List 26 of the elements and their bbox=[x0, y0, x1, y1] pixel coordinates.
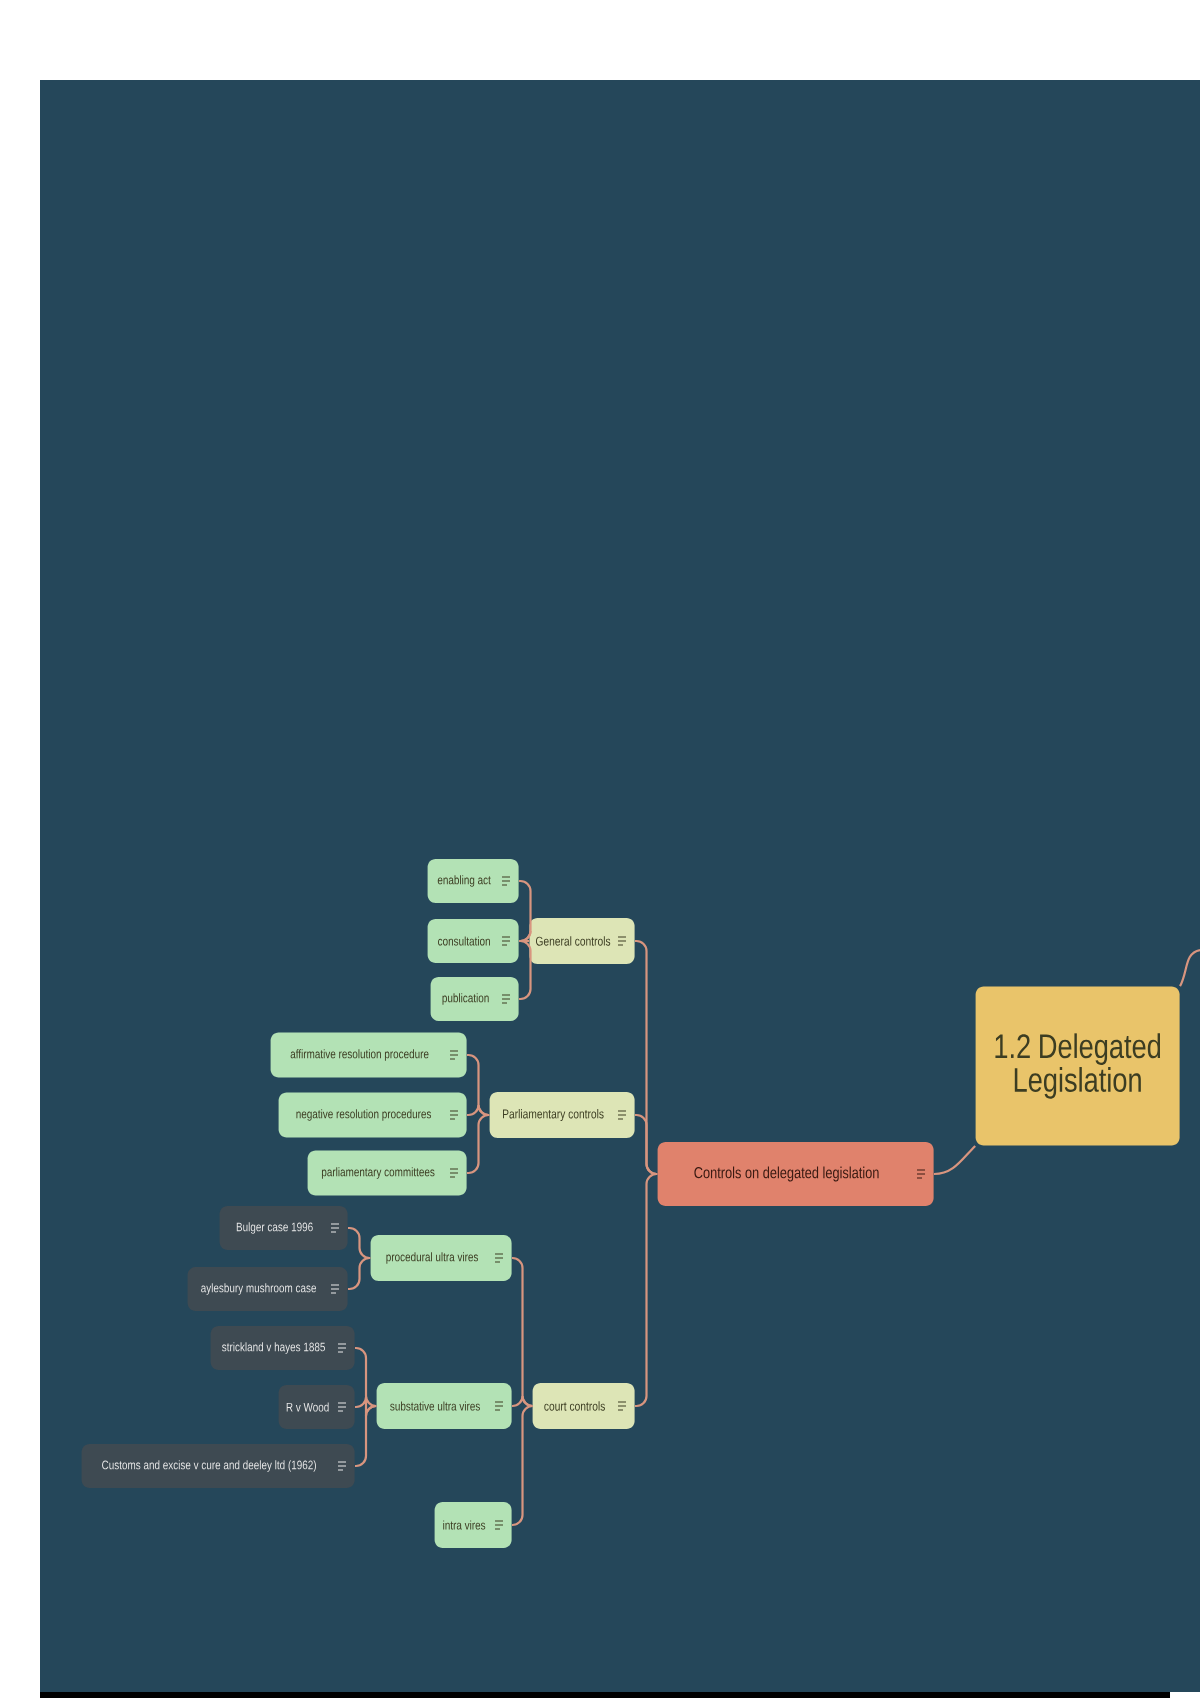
subtopic-box: consultation bbox=[427, 919, 519, 963]
connector-line bbox=[518, 929, 532, 943]
subtopic-box: procedural ultra vires bbox=[370, 1235, 512, 1281]
central-topic-box: 1.2 Delegated Legislation bbox=[975, 986, 1180, 1146]
subtopic-box: General controls bbox=[529, 918, 635, 964]
subtopic-box: court controls bbox=[532, 1383, 635, 1429]
subtopic-box: substative ultra vires bbox=[376, 1383, 512, 1429]
subtopic-box: parliamentary committees bbox=[307, 1150, 467, 1196]
subtopic-box: intra vires bbox=[434, 1502, 512, 1548]
connector-line bbox=[347, 1256, 371, 1291]
subtopic-box: enabling act bbox=[427, 859, 519, 903]
connector-line bbox=[1179, 948, 1200, 987]
subtopic-box: affirmative resolution procedure bbox=[270, 1032, 467, 1078]
subtopic-box: aylesbury mushroom case bbox=[187, 1267, 348, 1311]
subtopic-box: R v Wood bbox=[278, 1385, 355, 1429]
subtopic-box: publication bbox=[430, 977, 519, 1021]
main-topic-box: Controls on delegated legislation bbox=[657, 1142, 934, 1206]
subtopic-box: negative resolution procedures bbox=[278, 1092, 467, 1138]
connector-line bbox=[933, 1145, 976, 1176]
connector-line bbox=[511, 1404, 534, 1527]
subtopic-box: Parliamentary controls bbox=[489, 1092, 635, 1138]
subtopic-box: Bulger case 1996 bbox=[219, 1206, 348, 1250]
connector-line bbox=[354, 1404, 378, 1468]
subtopic-box: strickland v hayes 1885 bbox=[210, 1326, 355, 1370]
subtopic-box: Customs and excise v cure and deeley ltd (1962) bbox=[81, 1444, 355, 1488]
connector-line bbox=[518, 939, 532, 1001]
